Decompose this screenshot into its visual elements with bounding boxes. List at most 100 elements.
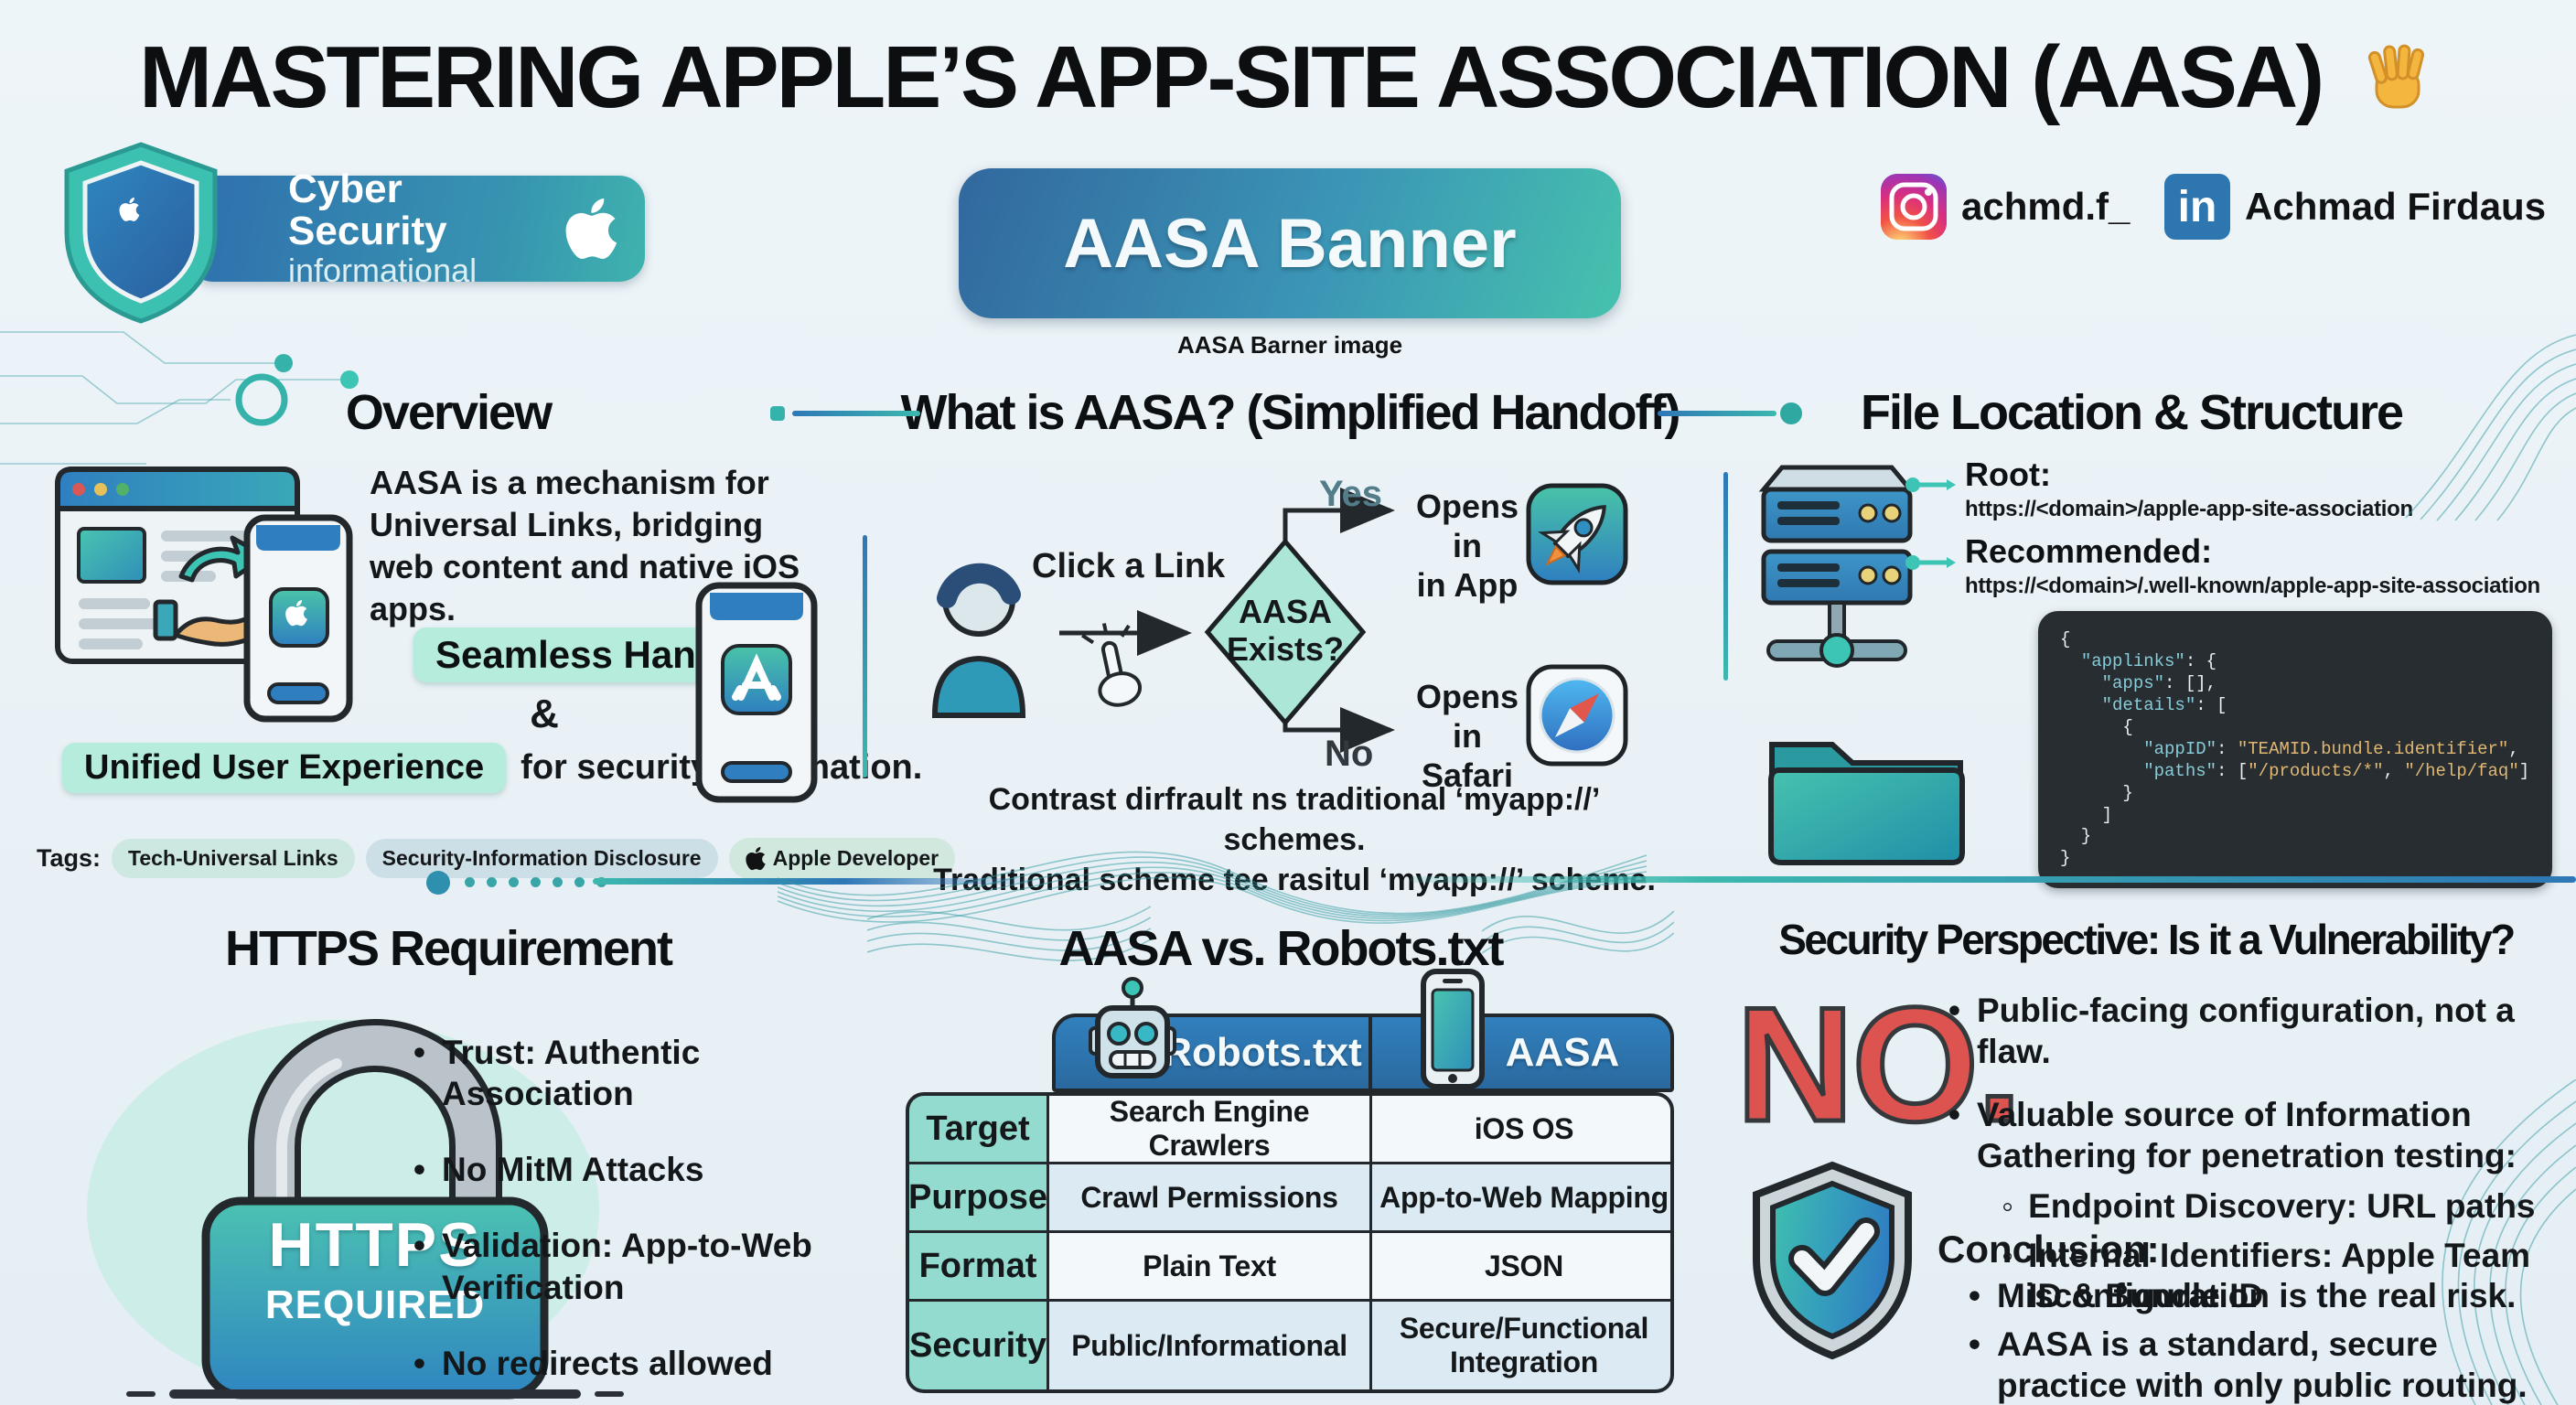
yes-result-label: Opens in in App [1403, 487, 1531, 606]
badge-subtitle: informational [288, 252, 478, 290]
badge-title: Cyber Security [288, 166, 447, 254]
cyber-security-badge: Cyber Security informational [188, 167, 645, 288]
root-label: Root: [1965, 456, 2051, 493]
wave-decoration-center [778, 851, 1647, 924]
rocket-app-icon [1526, 483, 1628, 585]
aasa-json-code-block: { "applinks": { "apps": [], "details": [… [2038, 611, 2552, 889]
handoff-heading: What is AASA? (Simplified Handoff) [900, 385, 1681, 440]
security-bullet-2: •Valuable source of Information Gatherin… [1948, 1096, 2517, 1175]
linkedin-icon: in [2164, 174, 2230, 240]
lock-label-required: REQUIRED [264, 1282, 486, 1327]
click-hand-icon [1081, 623, 1143, 707]
wave-hand-icon [2367, 44, 2424, 109]
https-bullet-redirects: •No redirects allowed [413, 1344, 773, 1382]
cell-security-robots: Public/Informational [1049, 1302, 1369, 1389]
aasa-banner: AASA Banner [959, 168, 1621, 318]
yes-result-line2: in App [1416, 566, 1519, 605]
https-padlock-icon [126, 1019, 624, 1400]
comparison-table: Target Search Engine Crawlers iOS OS Pur… [906, 1092, 1674, 1393]
circuit-decoration [0, 331, 359, 465]
apple-logo-icon [746, 845, 766, 872]
overview-highlight-unified: Unified User Experience [62, 743, 507, 793]
https-bullet-trust: •Trust: Authentic Association [413, 1034, 701, 1113]
page-title: MASTERING APPLE’S APP-SITE ASSOCIATION (… [0, 27, 2576, 128]
heading-line-left [792, 411, 920, 416]
overview-ampersand: & [530, 692, 559, 736]
wave-decoration-right-of-table [1482, 910, 1674, 954]
conclusion-bullet-1: •Misconfiguration is the real risk. [1969, 1277, 2517, 1314]
page-title-text: MASTERING APPLE’S APP-SITE ASSOCIATION (… [139, 28, 2324, 126]
tag-label: Security-Information Disclosure [381, 846, 702, 870]
instagram-handle-group: achmd.f_ [1881, 174, 2130, 240]
tags-row: Tags: Tech-Universal Links Security-Info… [37, 838, 956, 879]
wave-decoration-left-of-table [867, 906, 1151, 961]
instagram-icon [1881, 174, 1947, 240]
handoff-caption: Contrast dirfrault ns traditional ‘myapp… [924, 779, 1665, 901]
linkedin-name: Achmad Firdaus [2245, 185, 2547, 228]
banner-caption: AASA Barner image [1176, 331, 1403, 359]
heading-dot-right [1780, 402, 1802, 424]
security-subbullet-identifiers: ◦Internal Identifiers: Apple Team ID & B… [2002, 1236, 2531, 1315]
yes-result-line1: Opens in [1415, 488, 1519, 565]
server-icon [1758, 465, 1916, 668]
https-heading: HTTPS Requirement [224, 921, 673, 976]
no-branch-label: No [1325, 734, 1374, 774]
user-person-icon [931, 563, 1026, 718]
safari-icon [1526, 664, 1628, 767]
tag-apple-developer: Apple Developer [728, 838, 956, 879]
cell-security-aasa: Secure/Functional Integration [1372, 1302, 1670, 1389]
root-url: https://<domain>/apple-app-site-associat… [1965, 497, 2413, 521]
divider-line-left [593, 878, 1050, 885]
flowchart [1059, 488, 1395, 753]
security-bullets: •Public-facing configuration, not a flaw… [1948, 990, 2556, 1317]
heading-line-right [1658, 411, 1776, 416]
row-label-format: Format [909, 1233, 1046, 1299]
tags-label: Tags: [37, 844, 102, 872]
yes-branch-label: Yes [1319, 474, 1382, 514]
no-result-line2: Safari [1421, 756, 1514, 795]
section-divider-vertical-left [863, 535, 867, 778]
decision-diamond-label: AASA Exists? [1226, 593, 1345, 669]
recommended-url: https://<domain>/.well-known/apple-app-s… [1965, 574, 2540, 598]
cell-target-robots: Search Engine Crawlers [1049, 1096, 1369, 1162]
row-label-target: Target [909, 1096, 1046, 1162]
cell-purpose-robots: Crawl Permissions [1049, 1164, 1369, 1230]
shield-apple-icon [64, 142, 218, 324]
overview-highlight-row: Unified User Experience for security-inf… [62, 743, 922, 793]
cell-format-aasa: JSON [1372, 1233, 1670, 1299]
security-bullet-1: •Public-facing configuration, not a flaw… [1948, 992, 2515, 1071]
appstore-phone-icon [695, 582, 818, 803]
shield-check-icon [1753, 1161, 1912, 1360]
aasa-column-header: AASA [1505, 1030, 1620, 1075]
cell-purpose-aasa: App-to-Web Mapping [1372, 1164, 1670, 1230]
security-heading: Security Perspective: Is it a Vulnerabil… [1778, 916, 2516, 963]
connector-root [1905, 477, 1956, 492]
row-label-purpose: Purpose [909, 1164, 1047, 1230]
https-bullet-validation: •Validation: App-to-Web Verification [413, 1227, 812, 1306]
heading-dot-left [770, 406, 785, 421]
divider-line-right [1411, 876, 2576, 883]
folder-icon [1768, 742, 1965, 865]
tag-security-information-disclosure: Security-Information Disclosure [365, 839, 718, 878]
connector-recommended [1905, 555, 1956, 570]
filelocation-heading: File Location & Structure [1860, 385, 2404, 440]
conclusion-bullets: •Misconfiguration is the real risk. •AAS… [1969, 1275, 2569, 1405]
click-a-link-label: Click a Link [1032, 547, 1226, 585]
robots-column-header: Robots.txt [1163, 1030, 1362, 1075]
no-result-line1: Opens in [1415, 678, 1519, 756]
tag-tech-universal-links: Tech-Universal Links [112, 839, 355, 878]
comparison-heading: AASA vs. Robots.txt [1058, 921, 1504, 976]
conclusion-bullet-2: •AASA is a standard, secure practice wit… [1969, 1325, 2528, 1405]
banner-label: AASA Banner [1063, 204, 1517, 283]
tag-label: Tech-Universal Links [128, 846, 338, 870]
phone-icon [1421, 969, 1485, 1089]
divider-dot [426, 871, 450, 895]
handoff-caption-line1: Contrast dirfrault ns traditional ‘myapp… [988, 782, 1601, 858]
big-no-text: NO. [1733, 973, 2023, 1155]
overview-body: AASA is a mechanism for Universal Links,… [370, 464, 800, 628]
wave-decoration-top-right [2405, 334, 2576, 521]
instagram-handle: achmd.f_ [1961, 185, 2131, 228]
tag-label: Apple Developer [772, 846, 939, 870]
linkedin-handle-group: in Achmad Firdaus [2164, 174, 2546, 240]
